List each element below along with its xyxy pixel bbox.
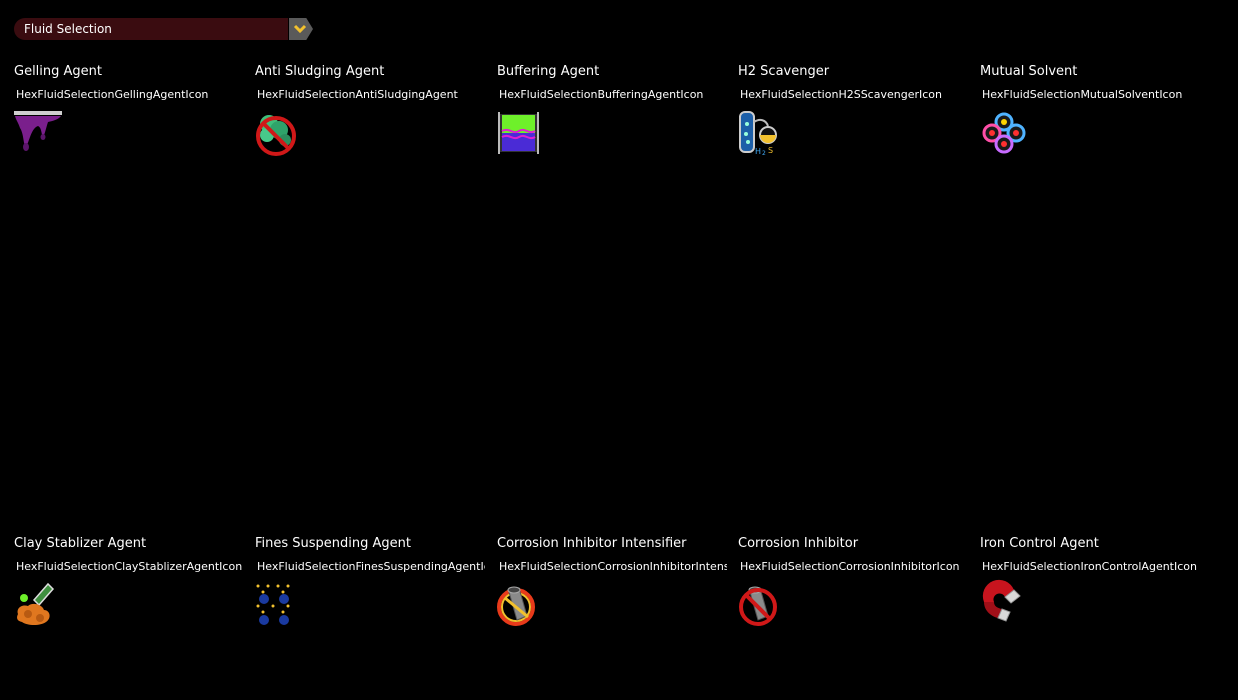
tile-icon-name: HexFluidSelectionGellingAgentIcon: [16, 88, 209, 101]
chevron-down-icon: [293, 24, 307, 34]
tile-title: Corrosion Inhibitor Intensifier: [497, 536, 687, 551]
tile-title: Mutual Solvent: [980, 64, 1078, 79]
h2s-scavenger-icon: H 2 S: [739, 111, 777, 156]
clay-stablizer-agent-icon: [17, 582, 55, 625]
tile-corrosion-inhibitor-intensifier[interactable]: Corrosion Inhibitor Intensifier HexFluid…: [497, 536, 729, 646]
tile-icon-name: HexFluidSelectionAntiSludgingAgent: [257, 88, 458, 101]
dropdown-label: Fluid Selection: [14, 18, 288, 40]
corrosion-inhibitor-icon: [739, 586, 777, 626]
tile-icon-name: HexFluidSelectionH2SScavengerIcon: [740, 88, 942, 101]
tile-anti-sludging-agent[interactable]: Anti Sludging Agent HexFluidSelectionAnt…: [255, 64, 487, 174]
svg-text:2: 2: [762, 150, 766, 156]
tile-title: Buffering Agent: [497, 64, 600, 79]
svg-text:H: H: [755, 147, 761, 156]
tile-title: Corrosion Inhibitor: [738, 536, 859, 551]
tile-title: Gelling Agent: [14, 64, 103, 79]
gelling-agent-icon: [14, 111, 62, 151]
fines-suspending-agent-icon: [256, 584, 290, 625]
fluid-selection-dropdown[interactable]: Fluid Selection: [14, 18, 313, 40]
tile-title: Anti Sludging Agent: [255, 64, 385, 79]
svg-text:S: S: [768, 146, 773, 155]
magnet-icon: [982, 579, 1021, 622]
tile-icon-name: HexFluidSelectionBufferingAgentIcon: [499, 88, 704, 101]
tile-gelling-agent[interactable]: Gelling Agent HexFluidSelectionGellingAg…: [14, 64, 246, 174]
tile-h2-scavenger[interactable]: H2 Scavenger HexFluidSelectionH2SScaveng…: [738, 64, 970, 174]
tile-title: Clay Stablizer Agent: [14, 536, 147, 551]
tile-icon-name: HexFluidSelectionIronControlAgentIcon: [982, 560, 1197, 573]
anti-sludging-agent-icon: [256, 115, 296, 156]
tile-icon-name: HexFluidSelectionCorrosionInhibitorIcon: [740, 560, 960, 573]
buffering-agent-icon: [498, 112, 539, 154]
tile-fines-suspending-agent[interactable]: Fines Suspending Agent HexFluidSelection…: [255, 536, 487, 646]
tile-iron-control-agent[interactable]: Iron Control Agent HexFluidSelectionIron…: [980, 536, 1212, 646]
corrosion-inhibitor-intensifier-icon: [497, 586, 535, 626]
tile-title: Iron Control Agent: [980, 536, 1099, 551]
tile-icon-name: HexFluidSelectionFinesSuspendingAgentIco: [257, 560, 485, 573]
tile-corrosion-inhibitor[interactable]: Corrosion Inhibitor HexFluidSelectionCor…: [738, 536, 970, 646]
tile-title: Fines Suspending Agent: [255, 536, 412, 551]
tile-title: H2 Scavenger: [738, 64, 830, 79]
tile-icon-name: HexFluidSelectionCorrosionInhibitorInten…: [499, 560, 727, 573]
dropdown-toggle-button[interactable]: [289, 18, 313, 40]
tile-icon-name: HexFluidSelectionClayStablizerAgentIcon: [16, 560, 243, 573]
tile-mutual-solvent[interactable]: Mutual Solvent HexFluidSelectionMutualSo…: [980, 64, 1212, 174]
mutual-solvent-icon: [982, 112, 1026, 154]
tile-clay-stablizer-agent[interactable]: Clay Stablizer Agent HexFluidSelectionCl…: [14, 536, 246, 646]
tile-buffering-agent[interactable]: Buffering Agent HexFluidSelectionBufferi…: [497, 64, 729, 174]
tile-icon-name: HexFluidSelectionMutualSolventIcon: [982, 88, 1183, 101]
